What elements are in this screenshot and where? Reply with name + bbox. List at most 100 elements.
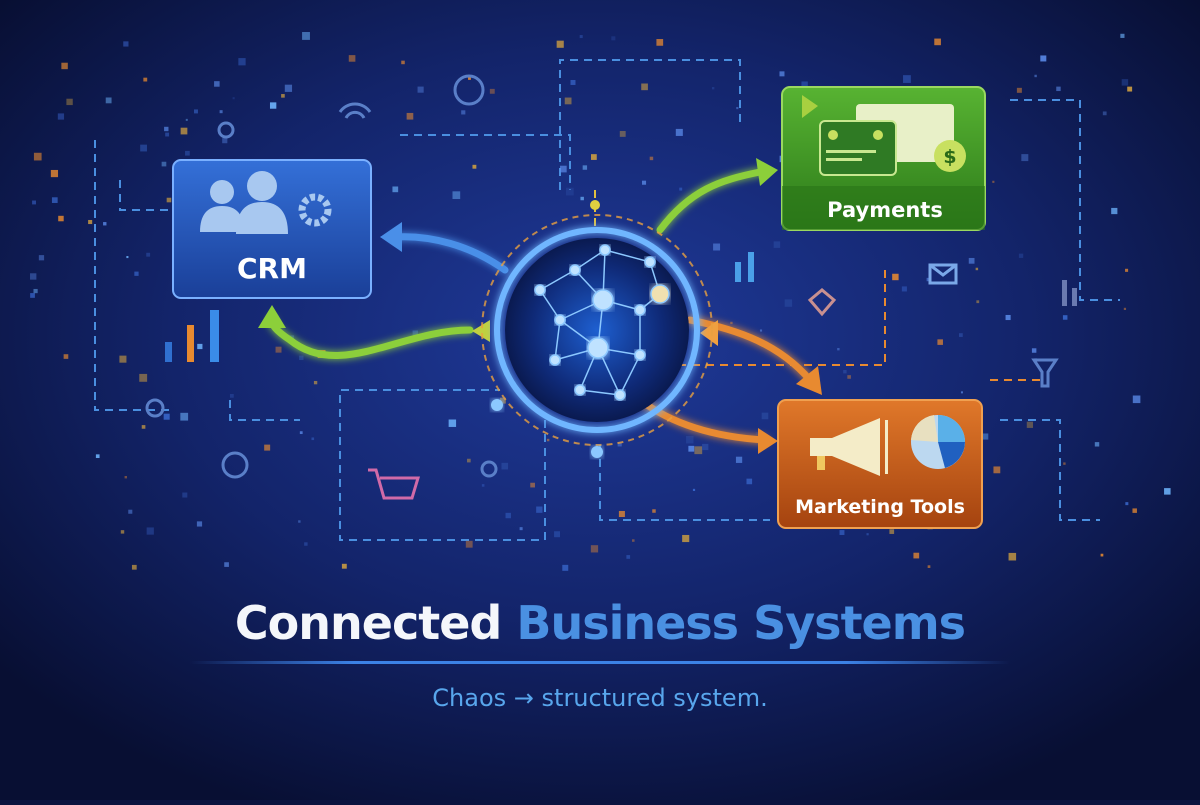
- particle: [843, 369, 847, 374]
- particle: [467, 458, 471, 463]
- particle: [164, 126, 169, 132]
- particle: [417, 86, 424, 93]
- gear-icon: [480, 460, 498, 478]
- particle: [755, 431, 759, 435]
- particle: [847, 375, 851, 379]
- arrow-heads: [258, 158, 822, 454]
- particle: [679, 187, 683, 191]
- particle: [401, 60, 405, 65]
- users-icon: [200, 171, 288, 234]
- particle: [562, 564, 569, 571]
- particle: [472, 164, 477, 169]
- gear-icon: [298, 193, 332, 227]
- particle: [801, 81, 808, 88]
- credit-card-icon: [819, 120, 897, 176]
- particle: [501, 462, 509, 470]
- particle: [219, 110, 223, 114]
- particle: [1100, 553, 1104, 557]
- network-node: [614, 389, 626, 401]
- particle: [892, 273, 899, 281]
- particle: [530, 482, 535, 488]
- particle: [58, 215, 64, 222]
- particle: [779, 71, 785, 77]
- particle: [222, 138, 228, 144]
- particle: [1094, 442, 1100, 447]
- particle: [559, 165, 567, 173]
- crm-label: CRM: [237, 252, 307, 285]
- particle: [968, 257, 975, 264]
- particle: [702, 443, 709, 451]
- particle: [1062, 315, 1068, 320]
- marketing-tools-node[interactable]: Marketing Tools: [777, 399, 983, 529]
- particle: [392, 186, 399, 193]
- particle: [1016, 87, 1022, 93]
- particle: [619, 130, 626, 137]
- particle: [688, 445, 695, 452]
- particle: [958, 333, 963, 337]
- network-edge: [604, 249, 651, 263]
- network-node: [599, 244, 611, 256]
- particle: [119, 355, 127, 363]
- particle: [937, 339, 943, 345]
- particle: [746, 478, 753, 485]
- particle: [903, 75, 911, 83]
- particle: [1123, 307, 1127, 311]
- network-node: [574, 384, 586, 396]
- particle: [1063, 462, 1066, 465]
- particle: [682, 534, 690, 543]
- particle: [105, 97, 112, 104]
- particle: [656, 39, 664, 46]
- particle: [193, 109, 198, 114]
- arrow-to-marketing: [686, 316, 814, 384]
- particle: [341, 563, 347, 569]
- particle: [934, 38, 941, 46]
- network-edge: [539, 289, 561, 321]
- particle: [165, 132, 170, 137]
- particle: [773, 241, 781, 248]
- particle: [1031, 348, 1037, 353]
- particle: [465, 540, 473, 548]
- particle: [556, 40, 564, 48]
- particle: [302, 32, 310, 40]
- particle: [1021, 154, 1029, 162]
- particle: [232, 97, 235, 100]
- particle: [57, 113, 65, 120]
- particle: [913, 552, 920, 559]
- particle: [229, 393, 234, 398]
- particle: [505, 512, 511, 519]
- subtitle: Chaos → structured system.: [432, 684, 768, 712]
- particle: [131, 564, 137, 570]
- particle: [120, 530, 125, 534]
- particle: [163, 413, 170, 420]
- payments-node[interactable]: $ Payments: [781, 86, 986, 231]
- mail-icon: [928, 263, 958, 285]
- particle: [611, 36, 616, 41]
- clock-icon: [221, 451, 249, 479]
- arrow-to-crm: [391, 233, 509, 274]
- particle: [837, 347, 840, 351]
- particle: [590, 545, 599, 553]
- particle: [126, 256, 129, 259]
- particle: [692, 488, 696, 492]
- particle: [33, 152, 42, 161]
- particle: [197, 343, 203, 350]
- network-node: [634, 304, 646, 316]
- cart-icon: [368, 468, 421, 500]
- particle: [1008, 552, 1017, 561]
- network-node: [534, 284, 546, 296]
- marketing-tools-label: Marketing Tools: [795, 496, 965, 518]
- crm-node[interactable]: CRM: [172, 159, 372, 299]
- particle: [1125, 268, 1129, 272]
- particle: [139, 373, 148, 382]
- particle: [713, 243, 721, 251]
- particle: [582, 165, 588, 170]
- particle: [1005, 314, 1011, 321]
- particle: [735, 456, 743, 463]
- gear-icon: [453, 74, 485, 106]
- particle: [711, 87, 715, 90]
- particle: [889, 529, 895, 534]
- particle: [88, 219, 93, 225]
- particle: [140, 144, 147, 152]
- particle: [1111, 207, 1118, 215]
